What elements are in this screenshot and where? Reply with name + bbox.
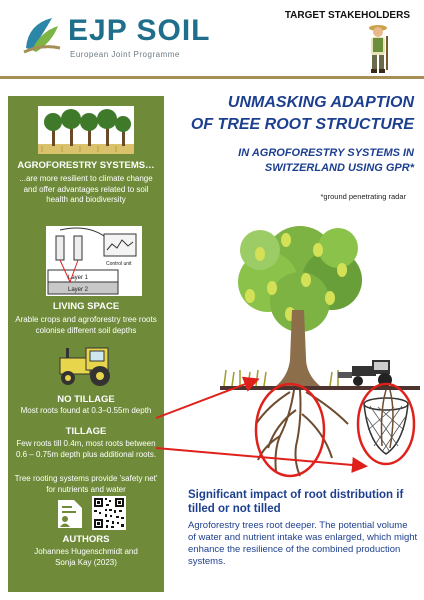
sidebar-panel: AGROFORESTRY SYSTEMS… ...are more resili…: [8, 96, 164, 592]
farmer-icon: [369, 25, 388, 73]
section-heading-authors: AUTHORS: [62, 534, 110, 545]
highlight-ellipse-left: [254, 382, 326, 478]
root-safety-net: [363, 389, 409, 455]
section-text-authors: Johannes Hugenschmidt and Sonja Kay (202…: [34, 547, 138, 567]
title-line-1: UNMASKING ADAPTION: [227, 94, 414, 111]
layer1-label: Layer 1: [68, 275, 89, 281]
control-unit-label: Control unit: [106, 261, 132, 267]
subtitle-line-1: IN AGROFORESTRY SYSTEMS IN: [238, 147, 414, 159]
pear-fruits: [245, 233, 347, 321]
target-stakeholders-label: TARGET STAKEHOLDERS: [284, 10, 410, 21]
logo-name: EJP SOIL: [68, 14, 211, 47]
ejp-soil-logo: EJP SOIL European Joint Programme: [22, 14, 212, 60]
impact-heading: Significant impact of root distribution …: [188, 489, 404, 515]
highlight-ellipse-right: [356, 382, 416, 466]
tree-roots: [255, 389, 349, 477]
section-heading-tillage: TILLAGE: [65, 426, 107, 437]
tree-root-illustration: [220, 226, 420, 478]
section-text-tillage: Few roots till 0.4m, most roots between …: [15, 439, 157, 459]
page-subtitle: IN AGROFORESTRY SYSTEMS IN SWITZERLAND U…: [178, 146, 414, 176]
agroforestry-image: [38, 106, 134, 154]
trees-icon: [38, 109, 134, 154]
gpr-device-icon: Layer 1 Layer 2 Control unit: [47, 227, 137, 295]
section-text-safety-net: Tree rooting systems provide 'safety net…: [14, 474, 158, 494]
soil-surface: [220, 386, 420, 390]
field-tractor-icon: [338, 360, 392, 387]
tractor-icon: [59, 347, 110, 386]
gpr-footnote: *ground penetrating radar: [320, 192, 406, 201]
section-text-no-tillage: Most roots found at 0.3–0.55m depth: [20, 406, 152, 415]
layer2-label: Layer 2: [68, 287, 89, 293]
section-heading-agroforestry: AGROFORESTRY SYSTEMS…: [17, 160, 155, 171]
leaf-logo-icon: [23, 18, 61, 54]
qr-code-icon[interactable]: [92, 496, 126, 530]
section-heading-living-space: LIVING SPACE: [52, 301, 120, 312]
logo-subtitle: European Joint Programme: [70, 50, 180, 59]
subtitle-line-2: SWITZERLAND USING GPR*: [264, 162, 414, 174]
title-line-2: OF TREE ROOT STRUCTURE: [190, 116, 414, 133]
header-divider: [0, 76, 424, 79]
document-person-icon: [58, 500, 82, 528]
section-text-agroforestry: ...are more resilient to climate change …: [19, 174, 153, 204]
tree-trunk: [276, 310, 320, 386]
section-text-living-space: Arable crops and agroforestry tree roots…: [15, 315, 157, 335]
conclusion-text: Agroforestry trees root deeper. The pote…: [188, 520, 418, 567]
page-title: UNMASKING ADAPTION OF TREE ROOT STRUCTUR…: [178, 92, 414, 136]
gpr-diagram: Layer 1 Layer 2 Control unit: [46, 226, 142, 296]
section-heading-no-tillage: NO TILLAGE: [57, 394, 115, 405]
